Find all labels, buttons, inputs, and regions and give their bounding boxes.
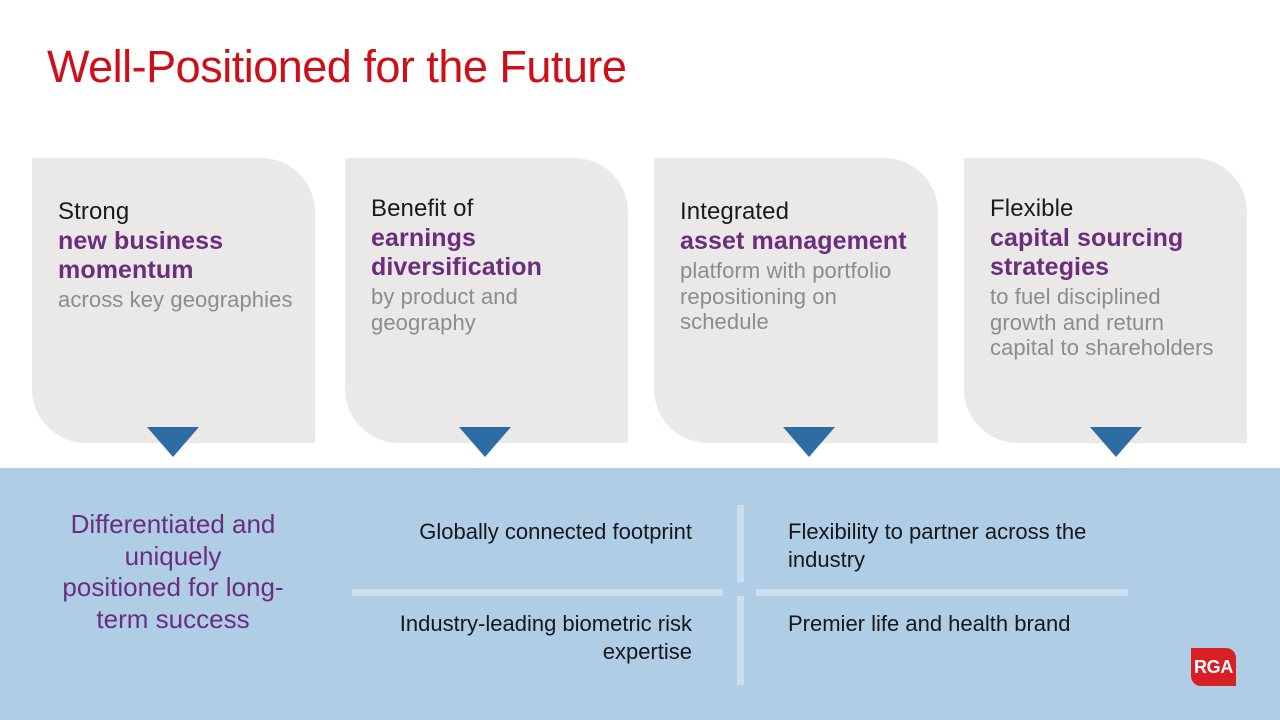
card-3[interactable]: Integrated asset management platform wit…: [654, 158, 938, 443]
page-title: Well-Positioned for the Future: [47, 41, 627, 92]
cards-row: Strong new business momentum across key …: [0, 158, 1280, 443]
card-4[interactable]: Flexible capital sourcing strategies to …: [964, 158, 1247, 443]
card-2-line3: by product and geography: [371, 284, 518, 335]
card-4-line2: capital sourcing strategies: [990, 223, 1184, 282]
card-4-line1: Flexible: [990, 195, 1074, 222]
down-triangle-icon-3: [783, 427, 835, 457]
card-4-text: Flexible capital sourcing strategies to …: [990, 195, 1233, 361]
divider-vertical-top: [737, 505, 744, 582]
down-triangle-icon-4: [1090, 427, 1142, 457]
card-2-text: Benefit of earnings diversification by p…: [371, 195, 614, 335]
summary-panel: Differentiated and uniquely positioned f…: [0, 468, 1280, 720]
card-2[interactable]: Benefit of earnings diversification by p…: [345, 158, 628, 443]
rga-logo: RGA: [1191, 648, 1236, 686]
card-1-text: Strong new business momentum across key …: [58, 198, 301, 313]
card-1-line2: new business momentum: [58, 226, 224, 285]
summary-quadrant-bottom-left: Industry-leading biometric risk expertis…: [399, 611, 692, 665]
card-1-line1: Strong: [58, 198, 130, 225]
card-2-line2: earnings diversification: [371, 223, 542, 282]
card-2-line1: Benefit of: [371, 195, 474, 222]
summary-quadrant-bottom-right: Premier life and health brand: [788, 611, 1071, 636]
card-1-line3: across key geographies: [58, 287, 293, 313]
summary-quadrant-top-left: Globally connected footprint: [419, 519, 692, 544]
card-1[interactable]: Strong new business momentum across key …: [32, 158, 315, 443]
card-3-line2: asset management: [680, 226, 907, 255]
divider-vertical-bottom: [737, 596, 744, 685]
summary-statement: Differentiated and uniquely positioned f…: [62, 509, 284, 635]
down-triangle-icon-1: [147, 427, 199, 457]
card-4-line3: to fuel disciplined growth and return ca…: [990, 284, 1214, 361]
summary-quadrant-top-right: Flexibility to partner across the indust…: [788, 519, 1087, 573]
down-triangle-icon-2: [459, 427, 511, 457]
divider-horizontal-right: [756, 589, 1128, 596]
card-3-line3: platform with portfolio repositioning on…: [680, 258, 892, 335]
card-3-text: Integrated asset management platform wit…: [680, 198, 924, 335]
card-3-line1: Integrated: [680, 198, 790, 225]
divider-horizontal-left: [352, 589, 723, 596]
